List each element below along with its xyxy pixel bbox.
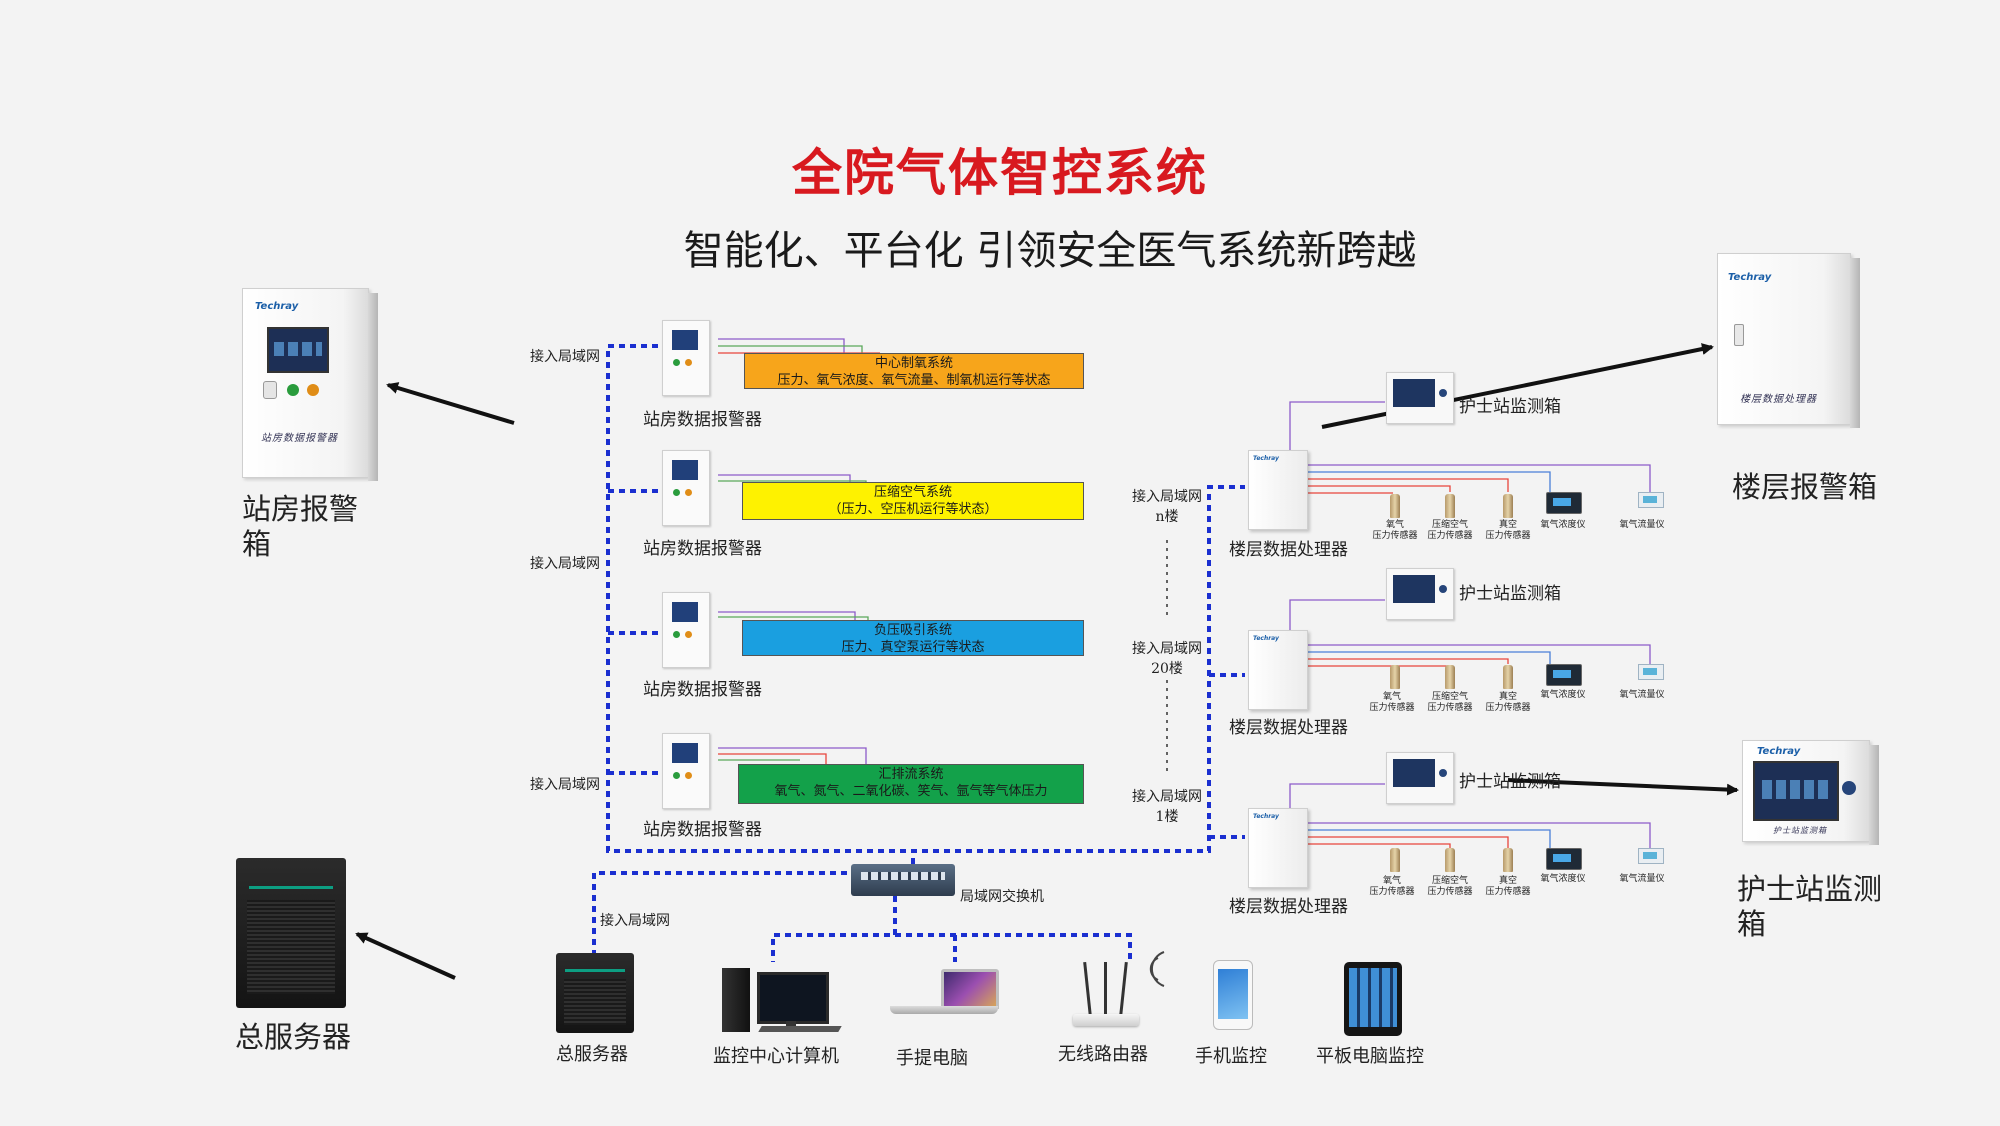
lan-label-mid: 接入局域网 (530, 556, 600, 572)
cabinet-screen (1753, 761, 1839, 821)
nurse-monitor-device (1386, 752, 1454, 804)
lan-switch-image (851, 864, 955, 896)
lan-switch-label: 局域网交换机 (960, 889, 1044, 905)
lan-label-server: 接入局域网 (600, 913, 670, 929)
phone-image (1213, 960, 1253, 1030)
laptop-label: 手提电脑 (896, 1048, 968, 1069)
wireless-router-label: 无线路由器 (1058, 1044, 1148, 1065)
left-lan-trunk (592, 344, 1245, 962)
tablet-label: 平板电脑监控 (1316, 1046, 1424, 1067)
system-detail: 压力、真空泵运行等状态 (841, 640, 985, 655)
monitoring-pc-label: 监控中心计算机 (713, 1046, 839, 1067)
floor-alarm-cabinet-image: Techray 楼层数据处理器 (1717, 253, 1860, 428)
meter-label: 氧气流量仪 (1619, 874, 1665, 884)
nurse-station-cabinet-label: 护士站监测 箱 (1737, 872, 1883, 941)
system-box-oxygen: 中心制氧系统 压力、氧气浓度、氧气流量、制氧机运行等状态 (744, 353, 1084, 389)
cabinet-signature: 楼层数据处理器 (1740, 394, 1817, 405)
system-title: 汇排流系统 (878, 767, 944, 782)
floor-processor-label: 楼层数据处理器 (1229, 897, 1348, 917)
station-alarm-cabinet-image: Techray 站房数据报警器 (242, 288, 378, 481)
main-server-image (236, 858, 346, 1008)
station-alarm-device (662, 733, 710, 809)
floor-processor-label: 楼层数据处理器 (1229, 540, 1348, 560)
cabinet-signature: 护士站监测箱 (1773, 826, 1827, 835)
floor-processor-device: Techray (1248, 808, 1308, 888)
sensor-label: 压缩空气 压力传感器 (1427, 692, 1473, 713)
lan-label-top: 接入局域网 (530, 349, 600, 365)
sensor-label: 氧气 压力传感器 (1369, 692, 1415, 713)
system-title: 负压吸引系统 (873, 623, 952, 638)
station-alarm-label: 站房数据报警器 (643, 680, 762, 700)
station-alarm-label: 站房数据报警器 (643, 539, 762, 559)
system-detail: 压力、氧气浓度、氧气流量、制氧机运行等状态 (777, 373, 1051, 388)
nurse-monitor-label: 护士站监测箱 (1459, 397, 1561, 417)
sensor-label: 氧气 压力传感器 (1369, 876, 1415, 897)
floor-processor-device: Techray (1248, 450, 1308, 530)
page-subtitle: 智能化、平台化 引领安全医气系统新跨越 (683, 228, 1417, 274)
station-alarm-device (662, 450, 710, 526)
meter-label: 氧气浓度仪 (1540, 690, 1586, 700)
system-box-manifold: 汇排流系统 氧气、氮气、二氧化碳、笑气、氩气等气体压力 (738, 764, 1084, 804)
meter-label: 氧气流量仪 (1619, 520, 1665, 530)
nurse-station-cabinet-image: Techray 护士站监测箱 (1742, 740, 1879, 845)
floor-processor-device: Techray (1248, 630, 1308, 710)
system-title: 中心制氧系统 (874, 356, 953, 371)
system-box-vacuum: 负压吸引系统 压力、真空泵运行等状态 (742, 620, 1084, 656)
sensor-label: 真空 压力传感器 (1485, 876, 1531, 897)
sensor-label: 氧气 压力传感器 (1372, 520, 1418, 541)
cabinet-brand-logo: Techray (255, 301, 299, 312)
sensor-label: 真空 压力传感器 (1485, 692, 1531, 713)
sensor-label: 压缩空气 压力传感器 (1427, 876, 1473, 897)
cabinet-brand-logo: Techray (1757, 746, 1801, 757)
station-alarm-device (662, 592, 710, 668)
nurse-monitor-device (1386, 568, 1454, 620)
floor-wires (1289, 401, 1651, 848)
page-title: 全院气体智控系统 (792, 144, 1208, 202)
cabinet-screen (267, 327, 329, 373)
tablet-image (1344, 962, 1402, 1036)
client-server-image (556, 953, 634, 1033)
system-detail: 氧气、氮气、二氧化碳、笑气、氩气等气体压力 (774, 784, 1048, 799)
nurse-monitor-device (1386, 372, 1454, 424)
main-server-label: 总服务器 (235, 1020, 352, 1054)
phone-label: 手机监控 (1195, 1046, 1267, 1067)
floor-processor-label: 楼层数据处理器 (1229, 718, 1348, 738)
meter-label: 氧气浓度仪 (1540, 520, 1586, 530)
cabinet-brand-logo: Techray (1728, 272, 1772, 283)
system-title: 压缩空气系统 (873, 485, 952, 500)
system-box-compressed-air: 压缩空气系统 （压力、空压机运行等状态） (742, 482, 1084, 520)
station-alarm-label: 站房数据报警器 (643, 820, 762, 840)
floor-alarm-cabinet-label: 楼层报警箱 (1732, 470, 1878, 504)
station-wires (718, 338, 880, 764)
lan-label-bottom: 接入局域网 (530, 777, 600, 793)
meter-label: 氧气流量仪 (1619, 690, 1665, 700)
station-alarm-cabinet-label: 站房报警 箱 (242, 492, 359, 561)
meter-label: 氧气浓度仪 (1540, 874, 1586, 884)
sensor-label: 真空 压力传感器 (1485, 520, 1531, 541)
system-detail: （压力、空压机运行等状态） (828, 502, 998, 517)
client-server-label: 总服务器 (556, 1044, 628, 1065)
nurse-monitor-label: 护士站监测箱 (1459, 584, 1561, 604)
sensor-label: 压缩空气 压力传感器 (1427, 520, 1473, 541)
cabinet-signature: 站房数据报警器 (261, 433, 338, 444)
station-alarm-device (662, 320, 710, 396)
station-alarm-label: 站房数据报警器 (643, 410, 762, 430)
nurse-monitor-label: 护士站监测箱 (1459, 772, 1561, 792)
